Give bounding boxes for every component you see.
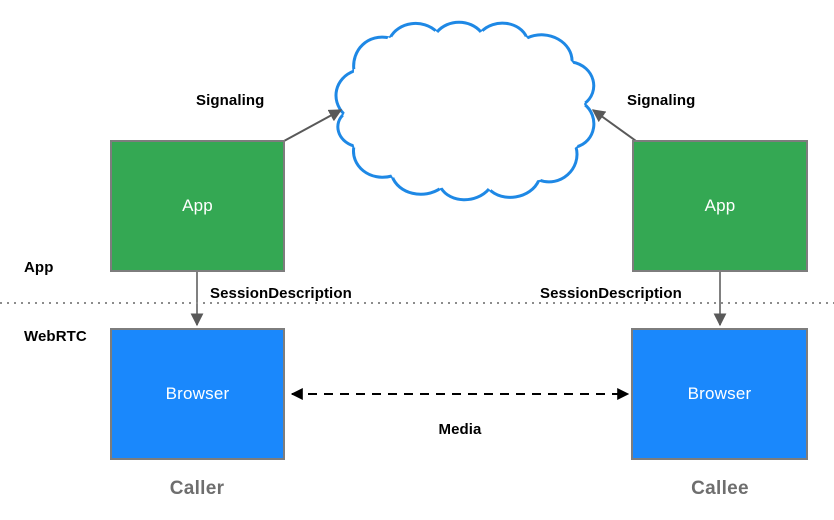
callee-signaling-label: Signaling [627, 92, 696, 109]
media-label: Media [438, 421, 482, 438]
tier-label-webrtc: WebRTC [24, 328, 87, 345]
caller-browser-box[interactable]: Browser [110, 328, 285, 460]
caller-sessiondescription-label: SessionDescription [210, 285, 352, 302]
callee-party-label: Callee [691, 478, 749, 499]
caller-browser-box-label: Browser [165, 384, 230, 403]
caller-app-box-label: App [182, 196, 213, 215]
callee-app-box-label: App [704, 196, 736, 215]
callee-app-box[interactable]: App [632, 140, 808, 272]
callee-browser-box-label: Browser [687, 384, 752, 403]
caller-app-box[interactable]: App [110, 140, 285, 272]
callee-sessiondescription-label: SessionDescription [540, 285, 682, 302]
caller-party-label: Caller [169, 478, 225, 499]
signaling-server-cloud [334, 20, 596, 202]
callee-signaling-arrow [591, 109, 637, 142]
caller-signaling-label: Signaling [196, 92, 265, 109]
callee-browser-box[interactable]: Browser [631, 328, 808, 460]
caller-signaling-arrow [283, 109, 343, 142]
tier-label-app: App [24, 259, 54, 276]
